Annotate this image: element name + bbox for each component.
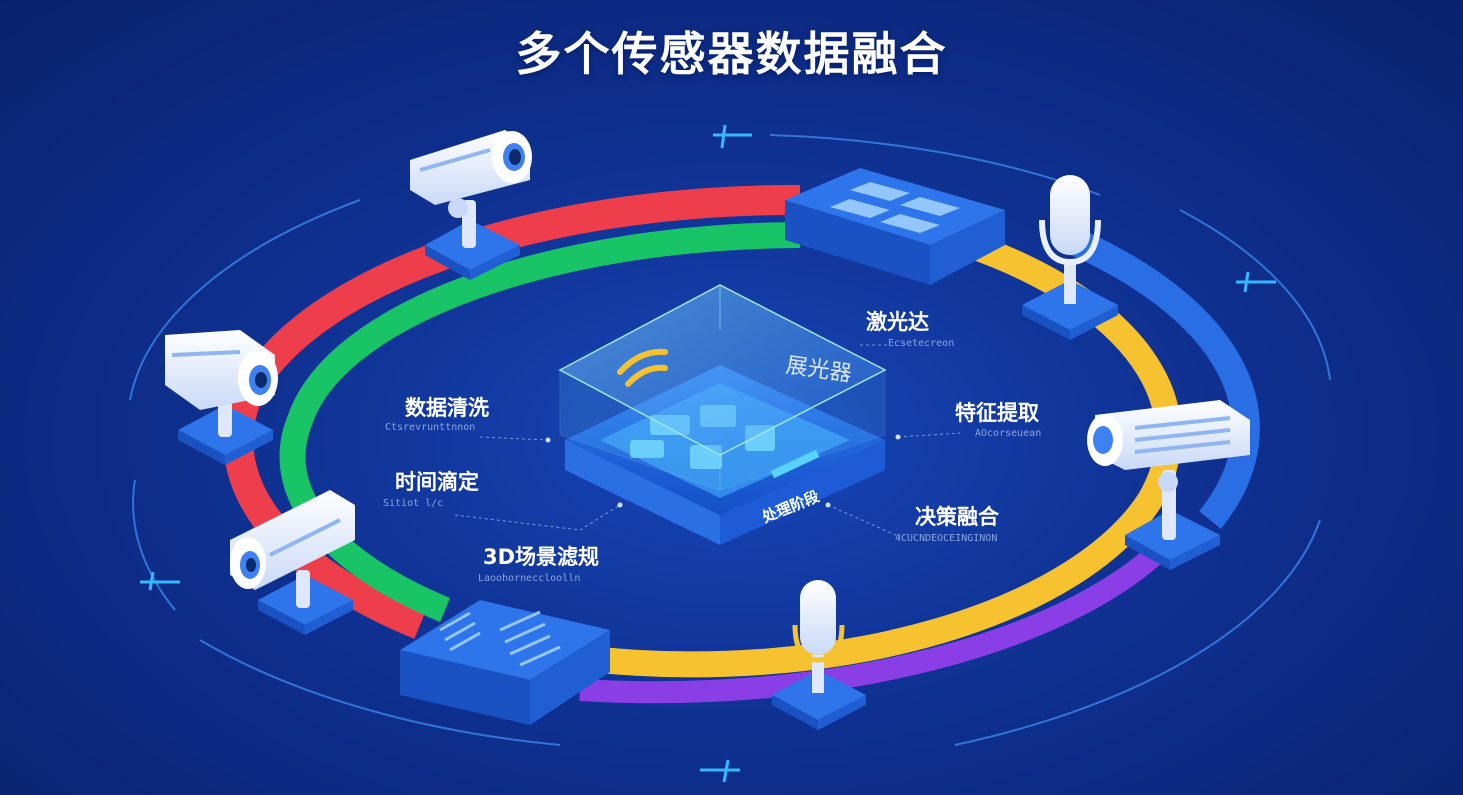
sublabel-data-cleaning: Ctsrevrunttnnon <box>385 422 476 433</box>
lidar-unit-icon <box>785 168 1005 285</box>
microphone-icon <box>772 580 866 730</box>
camera-icon <box>165 330 278 465</box>
microphone-icon <box>1022 175 1118 340</box>
leader-lines <box>454 344 961 538</box>
central-processor <box>558 284 887 545</box>
camera-icon <box>1087 400 1250 570</box>
ring-blue <box>1054 222 1260 529</box>
sublabel-time-sync: Sitiot l/c <box>383 498 444 509</box>
sublabel-feature-extraction: AOcorseuean <box>975 428 1042 439</box>
label-3d-scene: 3D场景滤规 <box>483 545 600 569</box>
ring-purple <box>579 532 1178 704</box>
sublabel-3d-scene: Laoohorneccloolln <box>478 573 581 584</box>
sublabel-decision-fusion: 4CUCNDEOCEINGINON <box>895 533 998 544</box>
sublabel-lidar: Ecsetecreon <box>888 338 955 349</box>
label-decision-fusion: 决策融合 <box>915 505 999 529</box>
signal-icon <box>617 348 668 387</box>
camera-icon <box>410 130 532 280</box>
lidar-unit-icon <box>400 600 610 725</box>
decorative-ticks <box>140 124 1276 783</box>
camera-icon <box>230 490 355 635</box>
label-time-sync: 时间滴定 <box>395 470 479 494</box>
page-title: 多个传感器数据融合 <box>515 27 948 81</box>
label-feature-extraction: 特征提取 <box>955 401 1039 425</box>
label-lidar: 激光达 <box>866 310 929 334</box>
decorative-arcs <box>129 134 1331 746</box>
label-data-cleaning: 数据清洗 <box>405 396 489 420</box>
